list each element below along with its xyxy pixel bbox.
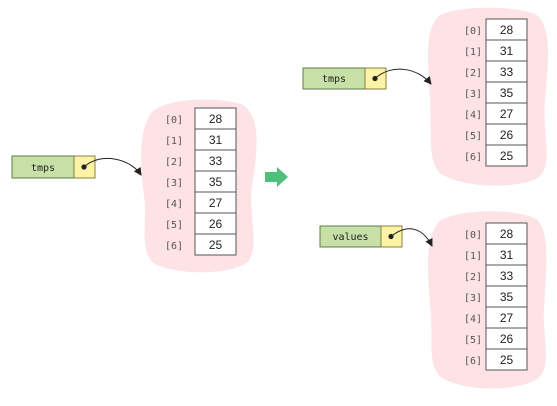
index-label: [6] — [165, 241, 183, 252]
array-table: [0] 28 [1] 31 [2] 33 [3] 35 [4] — [464, 18, 528, 167]
array-cell-1: [1] 31 — [464, 39, 528, 62]
array-cell-3: [3] 35 — [464, 81, 528, 104]
array-value: 25 — [209, 238, 223, 252]
array-cell-6: [6] 25 — [464, 144, 528, 167]
array-value: 33 — [500, 269, 514, 283]
array-value: 33 — [500, 65, 514, 79]
array-value: 26 — [209, 217, 223, 231]
index-label: [2] — [464, 68, 482, 79]
index-label: [0] — [464, 230, 482, 241]
reference-arrow — [374, 68, 432, 85]
array-cell-0: [0] 28 — [165, 107, 237, 130]
variable-name: values — [332, 232, 368, 243]
reference-arrow — [390, 228, 433, 247]
array-value: 33 — [209, 154, 223, 168]
array-cell-box — [485, 348, 528, 371]
array-cell-5: [5] 26 — [464, 327, 528, 350]
array-value: 26 — [500, 128, 514, 142]
index-label: [1] — [464, 251, 482, 262]
array-cell-3: [3] 35 — [464, 285, 528, 308]
variable-tmps: tmps — [302, 67, 432, 90]
index-label: [5] — [165, 220, 183, 231]
reference-arrow — [83, 158, 142, 176]
array-cell-2: [2] 33 — [165, 149, 237, 172]
index-label: [4] — [165, 199, 183, 210]
array-cell-2: [2] 33 — [464, 264, 528, 287]
index-label: [3] — [464, 89, 482, 100]
array-cell-5: [5] 26 — [464, 123, 528, 146]
array-cell-4: [4] 27 — [464, 306, 528, 329]
index-label: [2] — [165, 157, 183, 168]
array-cell-box — [485, 144, 528, 167]
variable-values: values — [319, 225, 433, 248]
array-value: 27 — [209, 196, 223, 210]
before-state: [0] 28 [1] 31 [2] 33 [3] 35 [4] — [11, 99, 257, 273]
after-state: [0] 28 [1] 31 [2] 33 [3] 35 [4] — [302, 7, 548, 389]
array-cell-6: [6] 25 — [165, 233, 237, 256]
array-value: 28 — [500, 227, 514, 241]
array-value: 25 — [500, 353, 514, 367]
right-arrow-icon — [265, 167, 288, 187]
array-value: 31 — [500, 248, 514, 262]
array-value: 28 — [209, 112, 223, 126]
index-label: [4] — [464, 314, 482, 325]
array-table: [0] 28 [1] 31 [2] 33 [3] 35 [4] — [165, 107, 237, 256]
index-label: [2] — [464, 272, 482, 283]
array-cell-5: [5] 26 — [165, 212, 237, 235]
array-cell-0: [0] 28 — [464, 222, 528, 245]
array-value: 28 — [500, 23, 514, 37]
variable-tmps: tmps — [11, 155, 142, 179]
array-value: 35 — [500, 86, 514, 100]
index-label: [6] — [464, 356, 482, 367]
index-label: [4] — [464, 110, 482, 121]
array-cell-0: [0] 28 — [464, 18, 528, 41]
variable-name: tmps — [31, 163, 55, 174]
index-label: [3] — [165, 178, 183, 189]
array-cell-box — [194, 233, 237, 256]
index-label: [5] — [464, 335, 482, 346]
array-cell-6: [6] 25 — [464, 348, 528, 371]
index-label: [1] — [165, 136, 183, 147]
array-value: 31 — [209, 133, 223, 147]
index-label: [1] — [464, 47, 482, 58]
index-label: [0] — [464, 26, 482, 37]
array-value: 26 — [500, 332, 514, 346]
array-value: 27 — [500, 311, 514, 325]
index-label: [3] — [464, 293, 482, 304]
array-value: 31 — [500, 44, 514, 58]
index-label: [0] — [165, 115, 183, 126]
array-value: 35 — [209, 175, 223, 189]
array-value: 27 — [500, 107, 514, 121]
index-label: [6] — [464, 152, 482, 163]
array-value: 35 — [500, 290, 514, 304]
index-label: [5] — [464, 131, 482, 142]
array-table: [0] 28 [1] 31 [2] 33 [3] 35 [4] — [464, 222, 528, 371]
array-value: 25 — [500, 149, 514, 163]
array-cell-3: [3] 35 — [165, 170, 237, 193]
variable-name: tmps — [322, 74, 346, 85]
